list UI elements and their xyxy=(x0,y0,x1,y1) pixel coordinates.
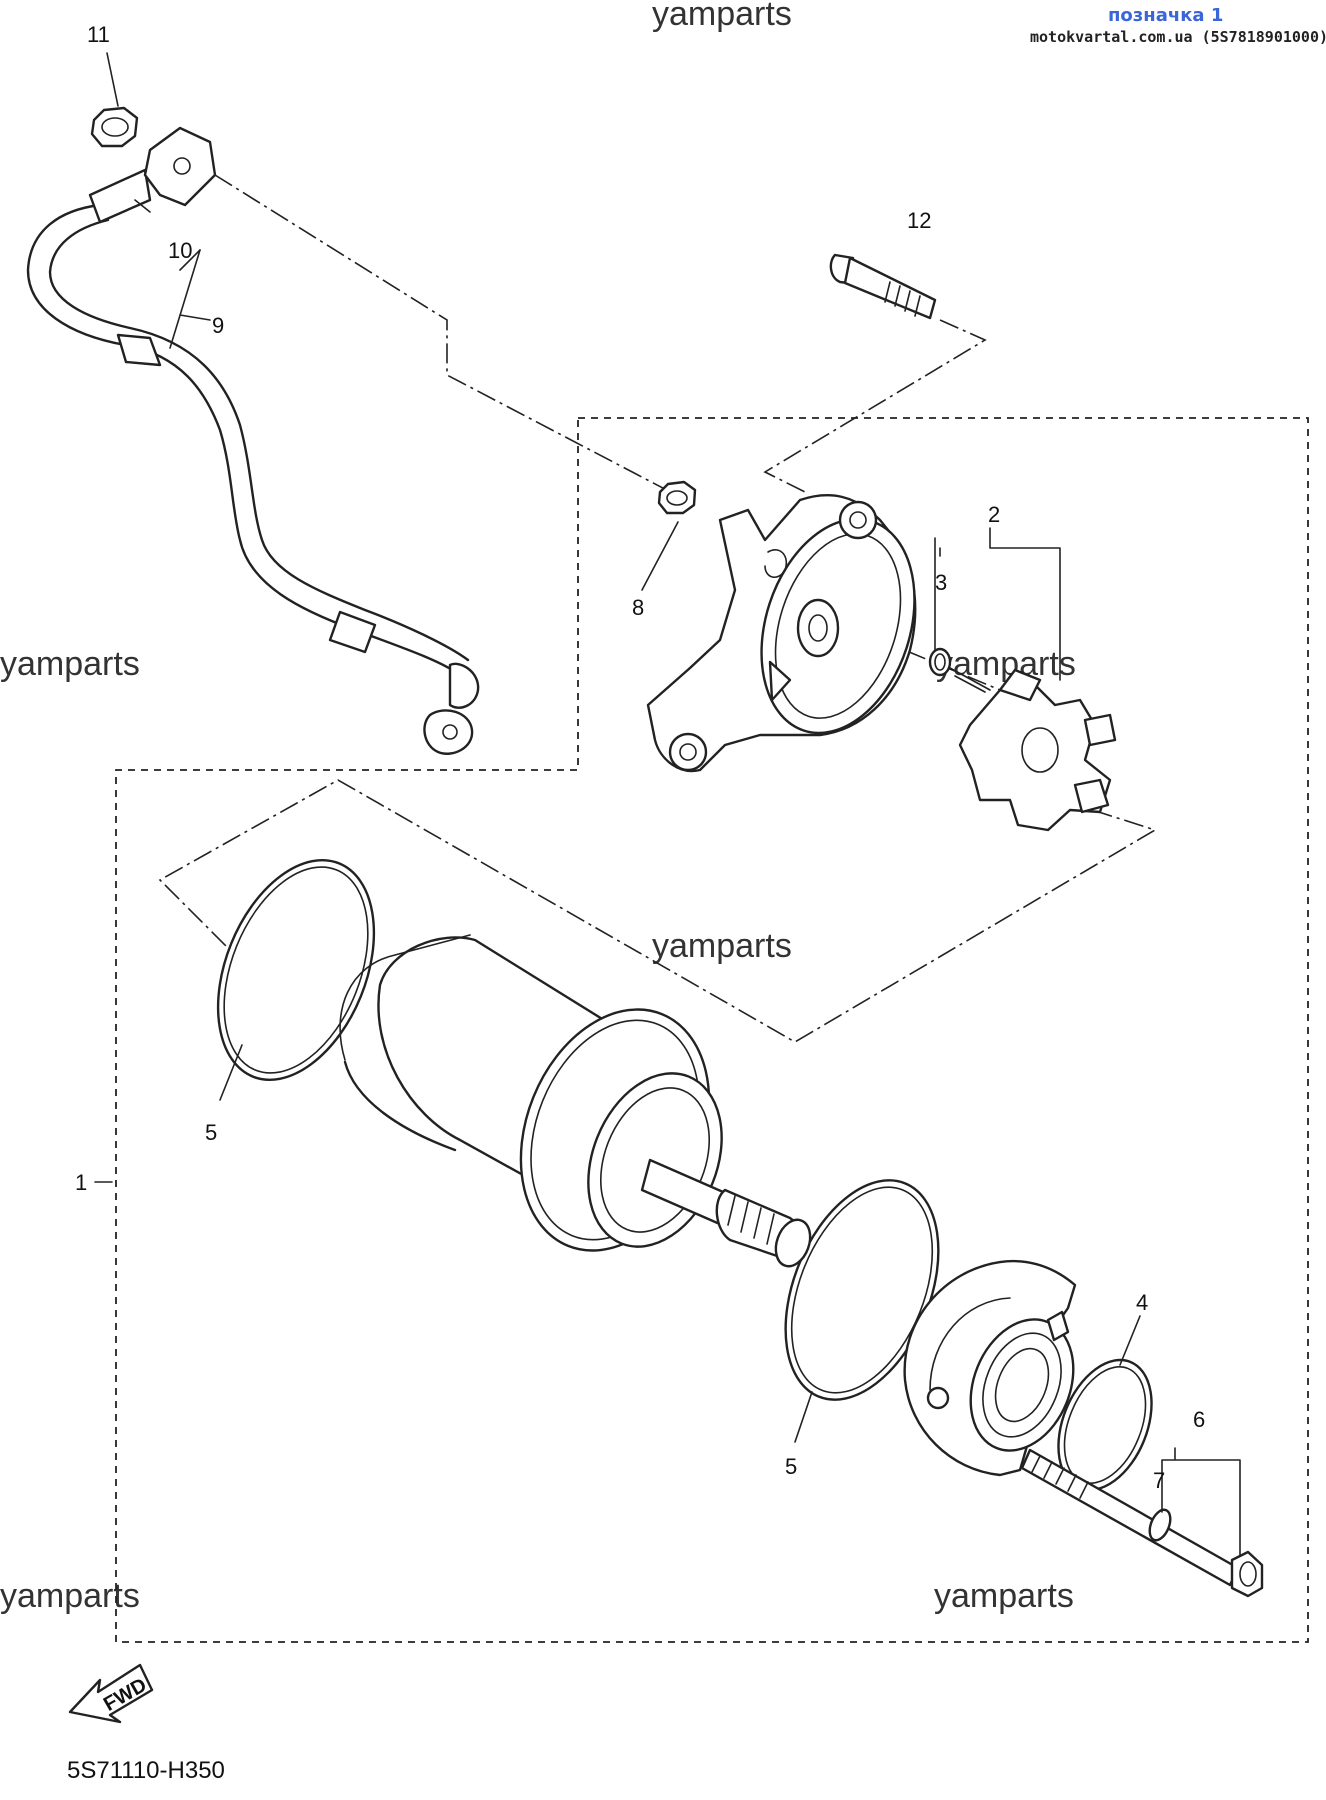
cable-terminal-lower xyxy=(423,662,480,755)
watermark: yamparts xyxy=(652,927,792,965)
callout-9: 9 xyxy=(212,313,224,338)
watermark: yamparts xyxy=(0,645,140,683)
guide-line-brush-holder xyxy=(158,779,1157,1043)
o-ring-5-upper xyxy=(216,858,376,1082)
header-source: motokvartal.com.ua (5S7818901000) xyxy=(1030,28,1326,46)
callout-12: 12 xyxy=(907,208,931,233)
callout-7: 7 xyxy=(1153,1468,1165,1493)
cable-terminal-upper xyxy=(88,126,217,224)
leader-lines xyxy=(94,52,1241,1556)
armature-shaft-pinion xyxy=(640,1158,812,1268)
header-label: позначка 1 xyxy=(1108,5,1223,26)
starter-cable-9 xyxy=(26,126,480,755)
watermark: yamparts xyxy=(652,0,792,33)
callout-2: 2 xyxy=(988,502,1000,527)
watermark: yamparts xyxy=(936,645,1076,683)
callout-3: 3 xyxy=(935,570,947,595)
guide-line-bolt-12 xyxy=(763,319,987,493)
brush-holder-2 xyxy=(949,667,1117,832)
front-cover xyxy=(903,1260,1077,1477)
through-bolt-6 xyxy=(1020,1448,1264,1598)
callout-8: 8 xyxy=(632,595,644,620)
callout-5-lower: 5 xyxy=(785,1454,797,1479)
motor-yoke xyxy=(339,934,723,1252)
callout-11: 11 xyxy=(87,22,110,47)
nut-11 xyxy=(90,106,139,148)
o-ring-3 xyxy=(928,647,952,677)
assembly-boundary xyxy=(115,417,1309,1643)
washer-7 xyxy=(1148,1508,1172,1542)
watermark: yamparts xyxy=(934,1577,1074,1615)
nut-8 xyxy=(657,480,697,515)
callout-6: 6 xyxy=(1193,1407,1205,1432)
callout-4: 4 xyxy=(1136,1290,1148,1315)
guide-line-cable-to-nut xyxy=(214,174,681,498)
forward-arrow-icon: FWD xyxy=(68,1663,154,1724)
bolt-12 xyxy=(829,253,937,320)
callout-10: 10 xyxy=(168,238,192,263)
diagram-code: 5S71110-H350 xyxy=(67,1757,225,1784)
callout-5-upper: 5 xyxy=(205,1120,217,1145)
watermark: yamparts xyxy=(0,1577,140,1615)
rear-cover-bracket xyxy=(646,493,917,773)
callout-1: 1 xyxy=(75,1170,87,1195)
